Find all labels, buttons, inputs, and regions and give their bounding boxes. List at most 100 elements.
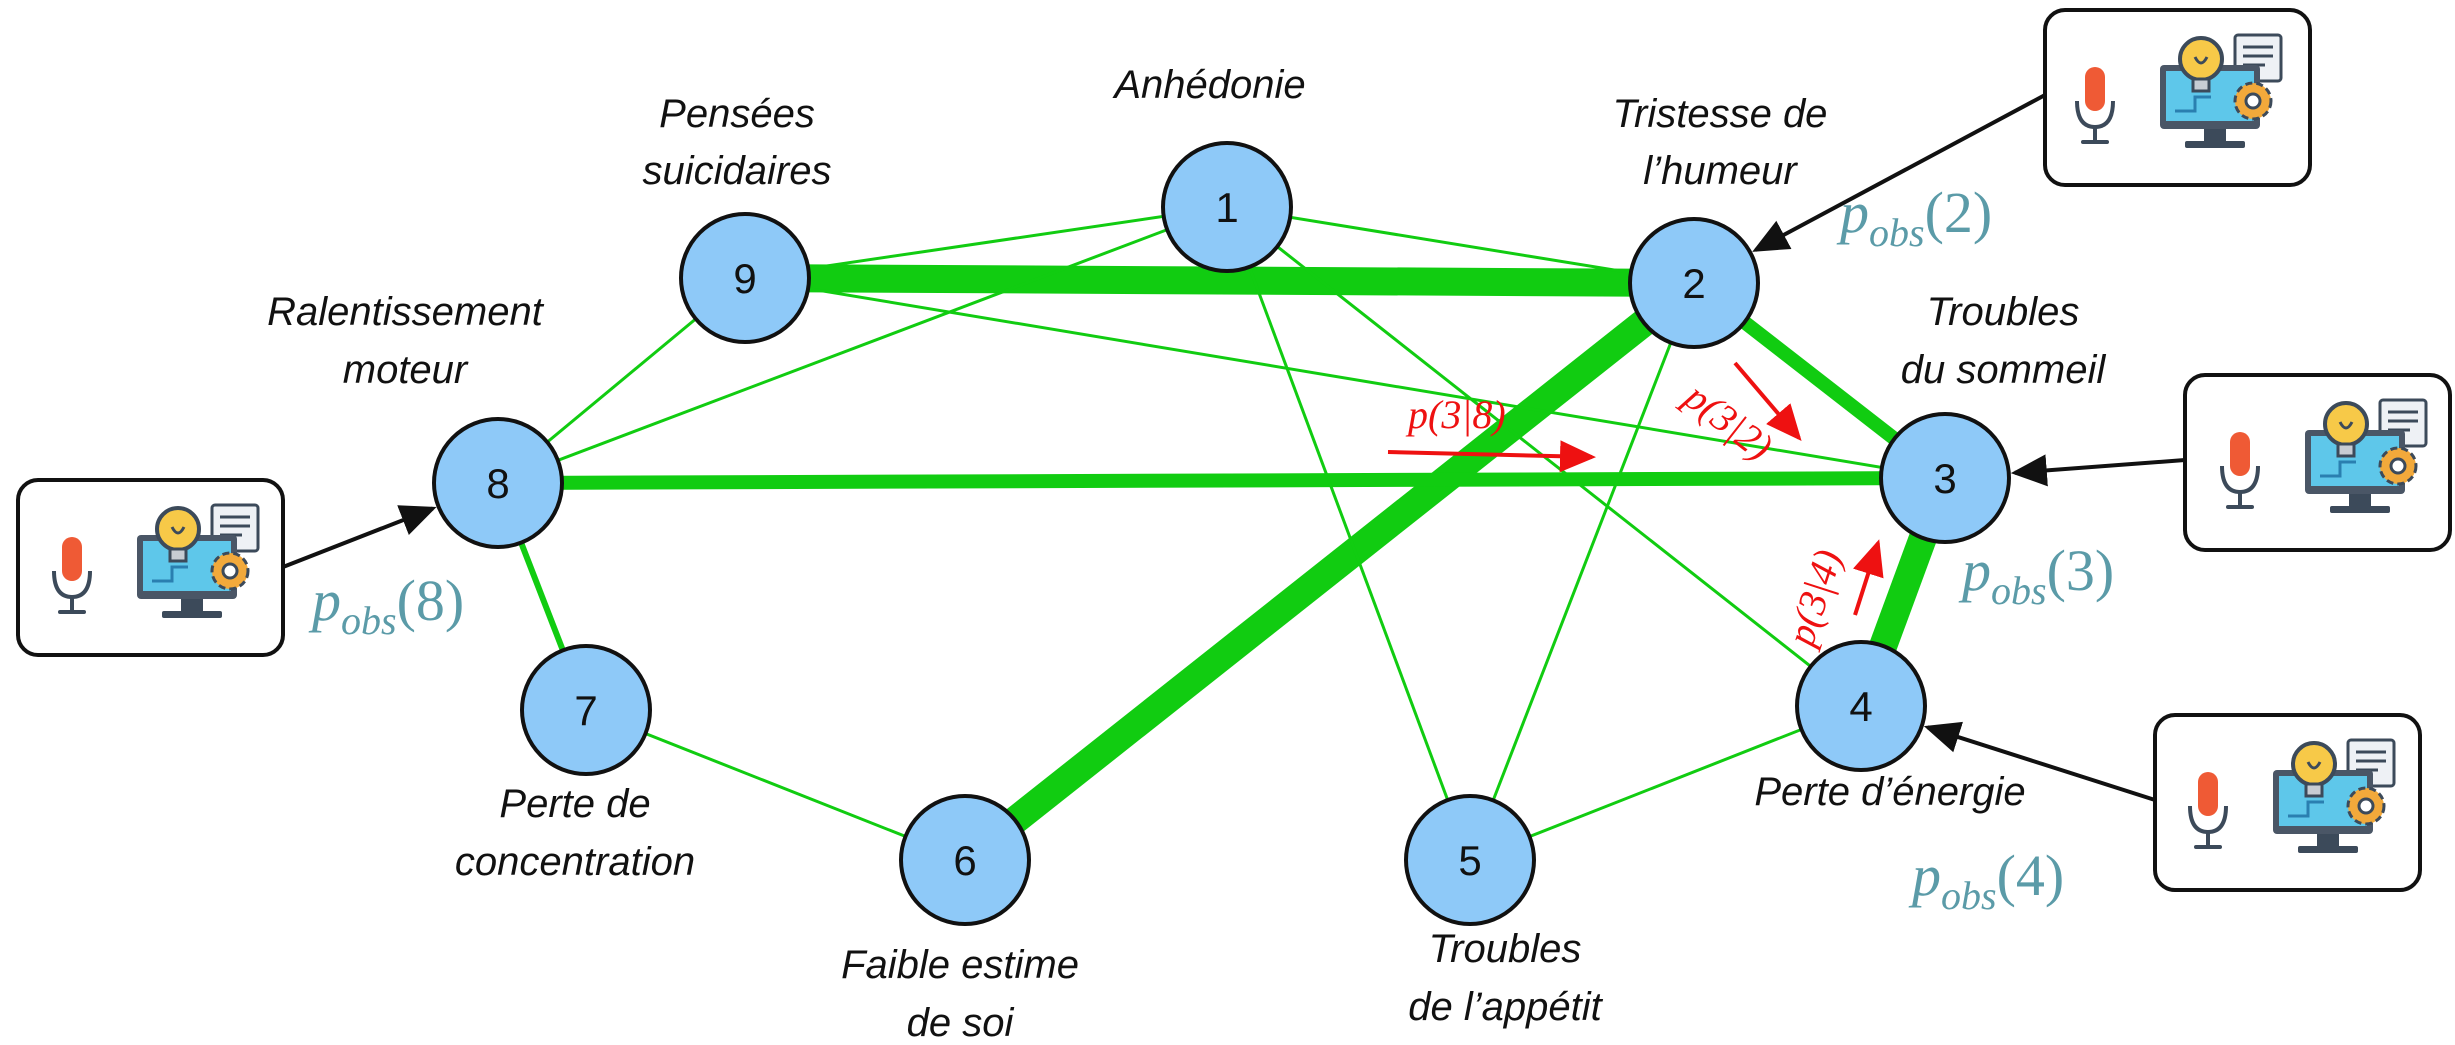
node-7: 7 bbox=[520, 644, 652, 776]
node-number: 7 bbox=[574, 687, 597, 734]
symptom-label-4: Perte d’énergie bbox=[1754, 770, 2025, 814]
observation-arrow bbox=[1923, 721, 2156, 802]
edge-1-2 bbox=[1226, 205, 1695, 285]
node-8: 8 bbox=[432, 417, 564, 549]
symptom-label-line: Perte de bbox=[499, 782, 650, 826]
observation-device-8: pobs(8) bbox=[16, 478, 464, 657]
symptom-label-line: de soi bbox=[907, 1001, 1015, 1045]
edge-1-9 bbox=[744, 205, 1228, 280]
observation-arrow bbox=[2010, 454, 2186, 487]
nodes-layer: 1 2 3 4 5 6 7 8 9 bbox=[432, 141, 2011, 926]
node-4: 4 bbox=[1795, 640, 1927, 772]
symptom-label-1: Anhédonie bbox=[1112, 63, 1305, 107]
node-2: 2 bbox=[1628, 217, 1760, 349]
symptom-label-line: du sommeil bbox=[1901, 348, 2107, 392]
node-number: 5 bbox=[1458, 837, 1481, 884]
edge-6-2 bbox=[956, 272, 1703, 871]
conditional-3-given-4: p(3|4) bbox=[1777, 539, 1884, 654]
node-number: 4 bbox=[1849, 683, 1872, 730]
obs-label-base: p bbox=[308, 568, 341, 633]
symptom-label-line: concentration bbox=[455, 840, 695, 884]
conditional-3-given-2: p(3|2) bbox=[1674, 361, 1802, 469]
conditional-label: p(3|4) bbox=[1777, 544, 1851, 654]
node-9: 9 bbox=[679, 212, 811, 344]
node-circle bbox=[520, 644, 652, 776]
obs-label-argument: (2) bbox=[1925, 180, 1993, 245]
edge-1-5 bbox=[1225, 206, 1472, 861]
symptom-label-line: Ralentissement bbox=[267, 290, 545, 334]
symptom-label-line: Perte d’énergie bbox=[1754, 770, 2025, 814]
obs-label-argument: (8) bbox=[397, 568, 465, 633]
obs-label-subscript: obs bbox=[1941, 873, 1997, 918]
obs-label-subscript: obs bbox=[1869, 210, 1925, 255]
node-6: 6 bbox=[899, 794, 1031, 926]
symptom-label-2: Tristesse de l’humeur bbox=[1613, 92, 1828, 193]
node-3: 3 bbox=[1879, 412, 2011, 544]
observation-label: pobs(8) bbox=[308, 568, 464, 643]
symptom-label-8: Ralentissement moteur bbox=[267, 290, 545, 392]
symptom-label-line: Tristesse de bbox=[1613, 92, 1828, 136]
node-number: 9 bbox=[733, 255, 756, 302]
obs-label-subscript: obs bbox=[1991, 568, 2047, 613]
node-number: 3 bbox=[1933, 455, 1956, 502]
node-circle bbox=[1795, 640, 1927, 772]
obs-label-base: p bbox=[1958, 538, 1991, 603]
edge-1-8 bbox=[497, 205, 1228, 485]
symptom-label-line: de l’appétit bbox=[1408, 985, 1603, 1029]
conditional-label: p(3|2) bbox=[1674, 372, 1781, 469]
symptom-label-line: Pensées bbox=[659, 92, 815, 136]
symptom-label-6: Faible estime de soi bbox=[841, 943, 1079, 1045]
edge-9-2 bbox=[744, 264, 1695, 297]
obs-label-argument: (3) bbox=[2047, 538, 2115, 603]
conditional-arrow bbox=[1387, 440, 1596, 473]
observation-arrow bbox=[282, 505, 437, 569]
node-circle bbox=[899, 794, 1031, 926]
symptom-label-line: Anhédonie bbox=[1112, 63, 1305, 107]
observation-label: pobs(2) bbox=[1836, 180, 1992, 255]
node-circle bbox=[432, 417, 564, 549]
edge-5-4 bbox=[1469, 704, 1862, 862]
node-number: 1 bbox=[1215, 184, 1238, 231]
edge-7-6 bbox=[585, 708, 966, 862]
obs-label-base: p bbox=[1836, 180, 1869, 245]
observation-device-2: pobs(2) bbox=[1752, 8, 2312, 255]
node-number: 2 bbox=[1682, 260, 1705, 307]
obs-label-base: p bbox=[1908, 843, 1941, 908]
observation-device-4: pobs(4) bbox=[1908, 713, 2422, 918]
conditional-label: p(3|8) bbox=[1405, 392, 1506, 437]
node-circle bbox=[1161, 141, 1293, 273]
edge-8-3 bbox=[497, 471, 1946, 490]
conditional-probabilities-layer: p(3|8) p(3|2) p(3|4) bbox=[1387, 361, 1884, 654]
observation-arrow bbox=[1752, 93, 2046, 252]
conditional-arrow bbox=[1733, 361, 1802, 442]
node-1: 1 bbox=[1161, 141, 1293, 273]
symptom-label-line: Troubles bbox=[1429, 927, 1582, 971]
obs-label-argument: (4) bbox=[1997, 843, 2065, 908]
obs-label-subscript: obs bbox=[341, 598, 397, 643]
observation-device-3: pobs(3) bbox=[1958, 373, 2452, 613]
symptom-label-7: Perte de concentration bbox=[455, 782, 695, 884]
node-circle bbox=[1628, 217, 1760, 349]
node-circle bbox=[1879, 412, 2011, 544]
node-circle bbox=[679, 212, 811, 344]
symptom-label-5: Troubles de l’appétit bbox=[1408, 927, 1603, 1029]
symptom-label-line: moteur bbox=[343, 348, 469, 392]
observation-devices-layer: pobs(2)pobs(3)pobs(4)pobs(8) bbox=[16, 8, 2452, 918]
node-circle bbox=[1404, 794, 1536, 926]
symptom-label-line: Faible estime bbox=[841, 943, 1079, 987]
node-number: 6 bbox=[953, 837, 976, 884]
observation-label: pobs(4) bbox=[1908, 843, 2064, 918]
symptom-label-line: suicidaires bbox=[643, 149, 832, 193]
observation-label: pobs(3) bbox=[1958, 538, 2114, 613]
conditional-arrow bbox=[1853, 539, 1884, 616]
edge-2-5 bbox=[1468, 282, 1696, 861]
symptom-label-line: l’humeur bbox=[1643, 149, 1798, 193]
node-5: 5 bbox=[1404, 794, 1536, 926]
conditional-3-given-8: p(3|8) bbox=[1387, 392, 1596, 473]
symptom-label-9: Pensées suicidaires bbox=[643, 92, 832, 193]
symptom-label-line: Troubles bbox=[1927, 290, 2080, 334]
node-number: 8 bbox=[486, 460, 509, 507]
edge-9-3 bbox=[744, 276, 1946, 480]
